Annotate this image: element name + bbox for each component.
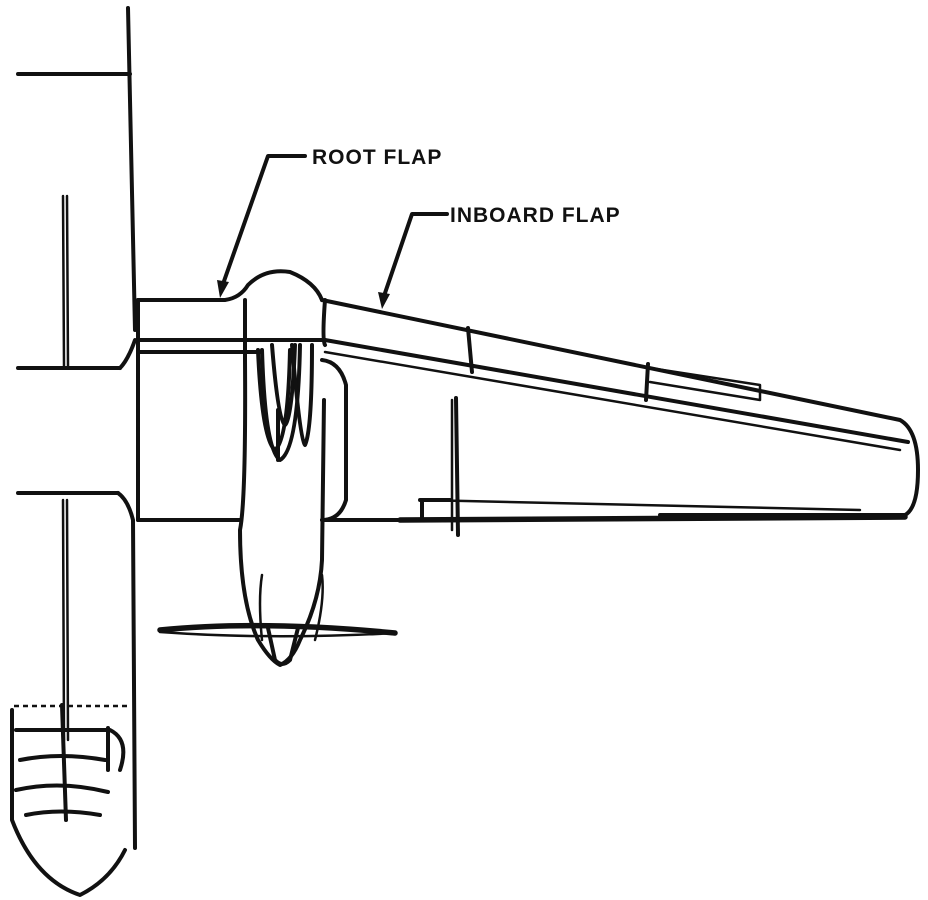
inboard-flap-label: INBOARD FLAP bbox=[450, 204, 621, 227]
root-flap-label: ROOT FLAP bbox=[312, 146, 442, 169]
root-flap-callout: ROOT FLAP bbox=[217, 146, 442, 298]
propeller bbox=[157, 622, 398, 638]
engine-nacelle bbox=[238, 298, 348, 667]
inboard-flap-callout: INBOARD FLAP bbox=[378, 204, 621, 309]
wing-root bbox=[136, 269, 327, 522]
main-wing bbox=[320, 298, 920, 523]
fuselage bbox=[16, 6, 137, 850]
fuselage-strakes bbox=[61, 194, 70, 742]
fuselage-nose bbox=[10, 703, 130, 897]
wing-antenna bbox=[450, 396, 460, 537]
